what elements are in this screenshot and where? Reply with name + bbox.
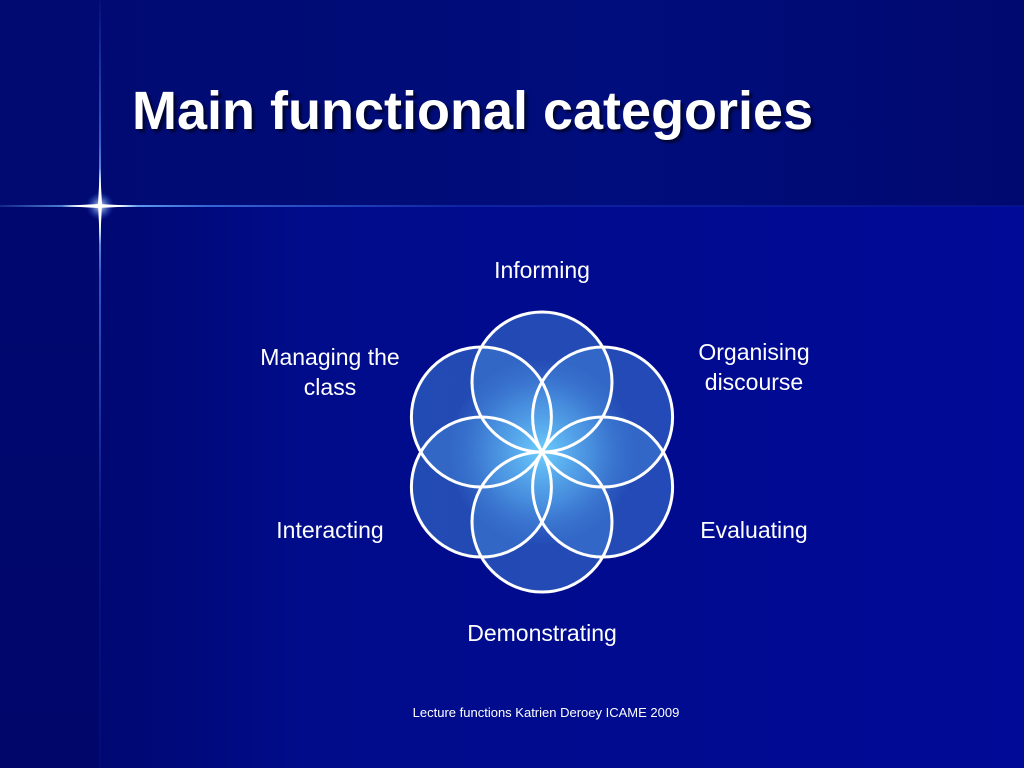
category-label-informing: Informing (494, 255, 590, 285)
petal-outline-managing-the-class (409, 345, 553, 489)
category-label-organising-discourse: Organising discourse (698, 337, 809, 397)
petal-outline-interacting (409, 415, 553, 559)
category-label-line: Evaluating (700, 517, 808, 543)
category-label-managing-the-class: Managing the class (260, 342, 399, 402)
left-band (0, 206, 100, 768)
title-band (0, 0, 1024, 206)
vertical-accent-line (99, 0, 101, 768)
category-label-evaluating: Evaluating (700, 515, 807, 545)
category-label-line: Demonstrating (467, 620, 617, 646)
category-label-line: Informing (494, 257, 590, 283)
category-label-interacting: Interacting (276, 515, 383, 545)
horizontal-accent-line (0, 205, 1024, 207)
category-label-line: Organising (698, 339, 810, 365)
category-label-line: discourse (704, 369, 804, 395)
slide-title: Main functional categories (132, 81, 814, 141)
category-label-line: Interacting (276, 517, 384, 543)
outline-group (409, 310, 675, 594)
category-label-line: class (303, 374, 357, 400)
category-label-demonstrating: Demonstrating (467, 618, 617, 648)
slide-footer: Lecture functions Katrien Deroey ICAME 2… (412, 705, 680, 720)
category-label-line: Managing the (260, 344, 400, 370)
